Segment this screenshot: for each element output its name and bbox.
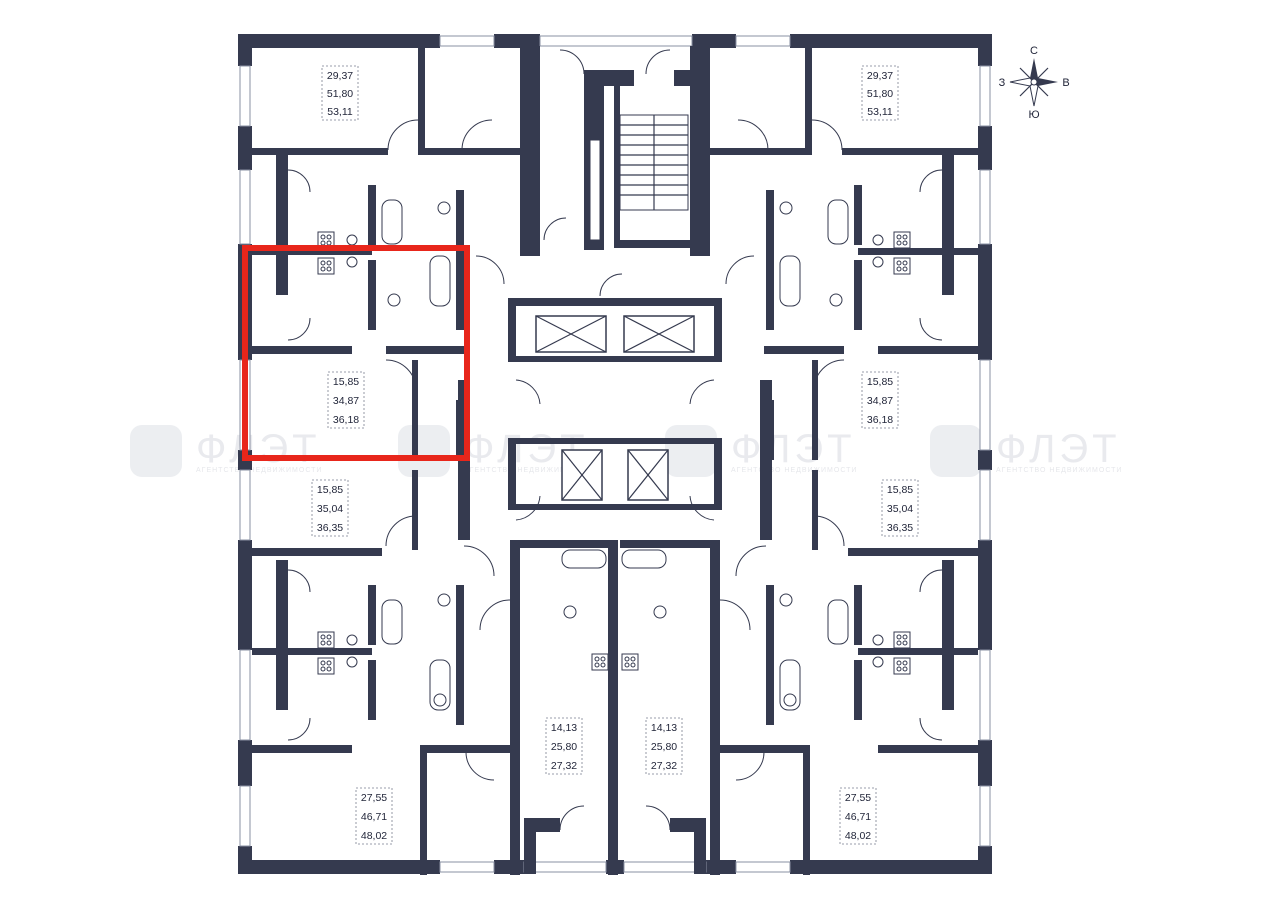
svg-text:53,11: 53,11 [867,106,893,118]
svg-text:36,35: 36,35 [887,522,913,534]
staircase [589,114,689,241]
svg-text:36,18: 36,18 [333,414,359,426]
compass-rose-icon: С Ю З В [999,45,1070,121]
fixtures [346,199,884,711]
svg-text:29,37: 29,37 [867,70,893,82]
svg-text:34,87: 34,87 [867,395,893,407]
apartment-left-upper-mid-area[interactable]: 15,85 34,87 36,18 [327,371,365,429]
svg-text:15,85: 15,85 [887,484,913,496]
stove-icon [893,657,911,675]
stove-icon [621,653,639,671]
svg-text:51,80: 51,80 [327,88,353,100]
svg-text:53,11: 53,11 [327,106,353,118]
svg-text:35,04: 35,04 [317,503,343,515]
svg-text:48,02: 48,02 [845,830,871,842]
apartment-center-left-area[interactable]: 14,13 25,80 27,32 [545,717,583,775]
svg-text:27,55: 27,55 [845,792,871,804]
svg-text:15,85: 15,85 [867,376,893,388]
svg-text:36,18: 36,18 [867,414,893,426]
svg-text:ФЛЭТ: ФЛЭТ [196,427,321,471]
svg-text:АГЕНТСТВО НЕДВИЖИМОСТИ: АГЕНТСТВО НЕДВИЖИМОСТИ [996,467,1122,474]
svg-text:25,80: 25,80 [651,741,677,753]
svg-text:ФЛЭТ: ФЛЭТ [731,427,856,471]
svg-text:46,71: 46,71 [845,811,871,823]
doors [287,49,943,831]
svg-text:27,32: 27,32 [551,760,577,772]
svg-text:15,85: 15,85 [317,484,343,496]
apartment-top-right-area[interactable]: 29,37 51,80 53,11 [861,65,899,121]
watermark: ФЛЭТ АГЕНТСТВО НЕДВИЖИМОСТИ ФЛЭТ АГЕНТСТ… [130,425,1122,477]
apartment-top-left-area[interactable]: 29,37 51,80 53,11 [321,65,359,121]
compass-south-label: Ю [1028,109,1039,121]
svg-text:15,85: 15,85 [333,376,359,388]
compass-west-label: З [999,77,1006,89]
stove-icon [317,257,335,275]
apartment-bottom-left-area[interactable]: 27,55 46,71 48,02 [355,787,393,845]
svg-text:34,87: 34,87 [333,395,359,407]
elevators [535,315,695,501]
apartment-bottom-right-area[interactable]: 27,55 46,71 48,02 [839,787,877,845]
stove-icon [893,231,911,249]
stove-icon [317,631,335,649]
watermark-logo-1: ФЛЭТ АГЕНТСТВО НЕДВИЖИМОСТИ [130,425,322,477]
svg-text:35,04: 35,04 [887,503,913,515]
stove-icon [893,631,911,649]
apartment-center-right-area[interactable]: 14,13 25,80 27,32 [645,717,683,775]
svg-text:25,80: 25,80 [551,741,577,753]
compass-east-label: В [1062,77,1069,89]
svg-text:27,32: 27,32 [651,760,677,772]
svg-text:29,37: 29,37 [327,70,353,82]
svg-text:46,71: 46,71 [361,811,387,823]
svg-text:36,35: 36,35 [317,522,343,534]
apartment-left-lower-mid-area[interactable]: 15,85 35,04 36,35 [311,479,349,537]
apartment-areas: 29,37 51,80 53,11 29,37 51,80 53,11 15,8… [311,65,919,845]
svg-text:48,02: 48,02 [361,830,387,842]
apartment-right-upper-mid-area[interactable]: 15,85 34,87 36,18 [861,371,899,429]
svg-text:27,55: 27,55 [361,792,387,804]
selected-apartment-highlight[interactable] [242,245,470,461]
apartment-right-lower-mid-area[interactable]: 15,85 35,04 36,35 [881,479,919,537]
svg-text:14,13: 14,13 [551,722,577,734]
stove-icon [893,257,911,275]
svg-text:АГЕНТСТВО НЕДВИЖИМОСТИ: АГЕНТСТВО НЕДВИЖИМОСТИ [464,467,590,474]
compass-north-label: С [1030,45,1038,57]
stove-icon [317,231,335,249]
interior-walls [238,46,992,875]
svg-text:14,13: 14,13 [651,722,677,734]
stoves [317,231,911,675]
stove-icon [591,653,609,671]
svg-text:ФЛЭТ: ФЛЭТ [996,427,1121,471]
svg-text:АГЕНТСТВО НЕДВИЖИМОСТИ: АГЕНТСТВО НЕДВИЖИМОСТИ [731,467,857,474]
svg-text:АГЕНТСТВО НЕДВИЖИМОСТИ: АГЕНТСТВО НЕДВИЖИМОСТИ [196,467,322,474]
stove-icon [317,657,335,675]
watermark-logo-4: ФЛЭТ АГЕНТСТВО НЕДВИЖИМОСТИ [930,425,1122,477]
svg-text:51,80: 51,80 [867,88,893,100]
